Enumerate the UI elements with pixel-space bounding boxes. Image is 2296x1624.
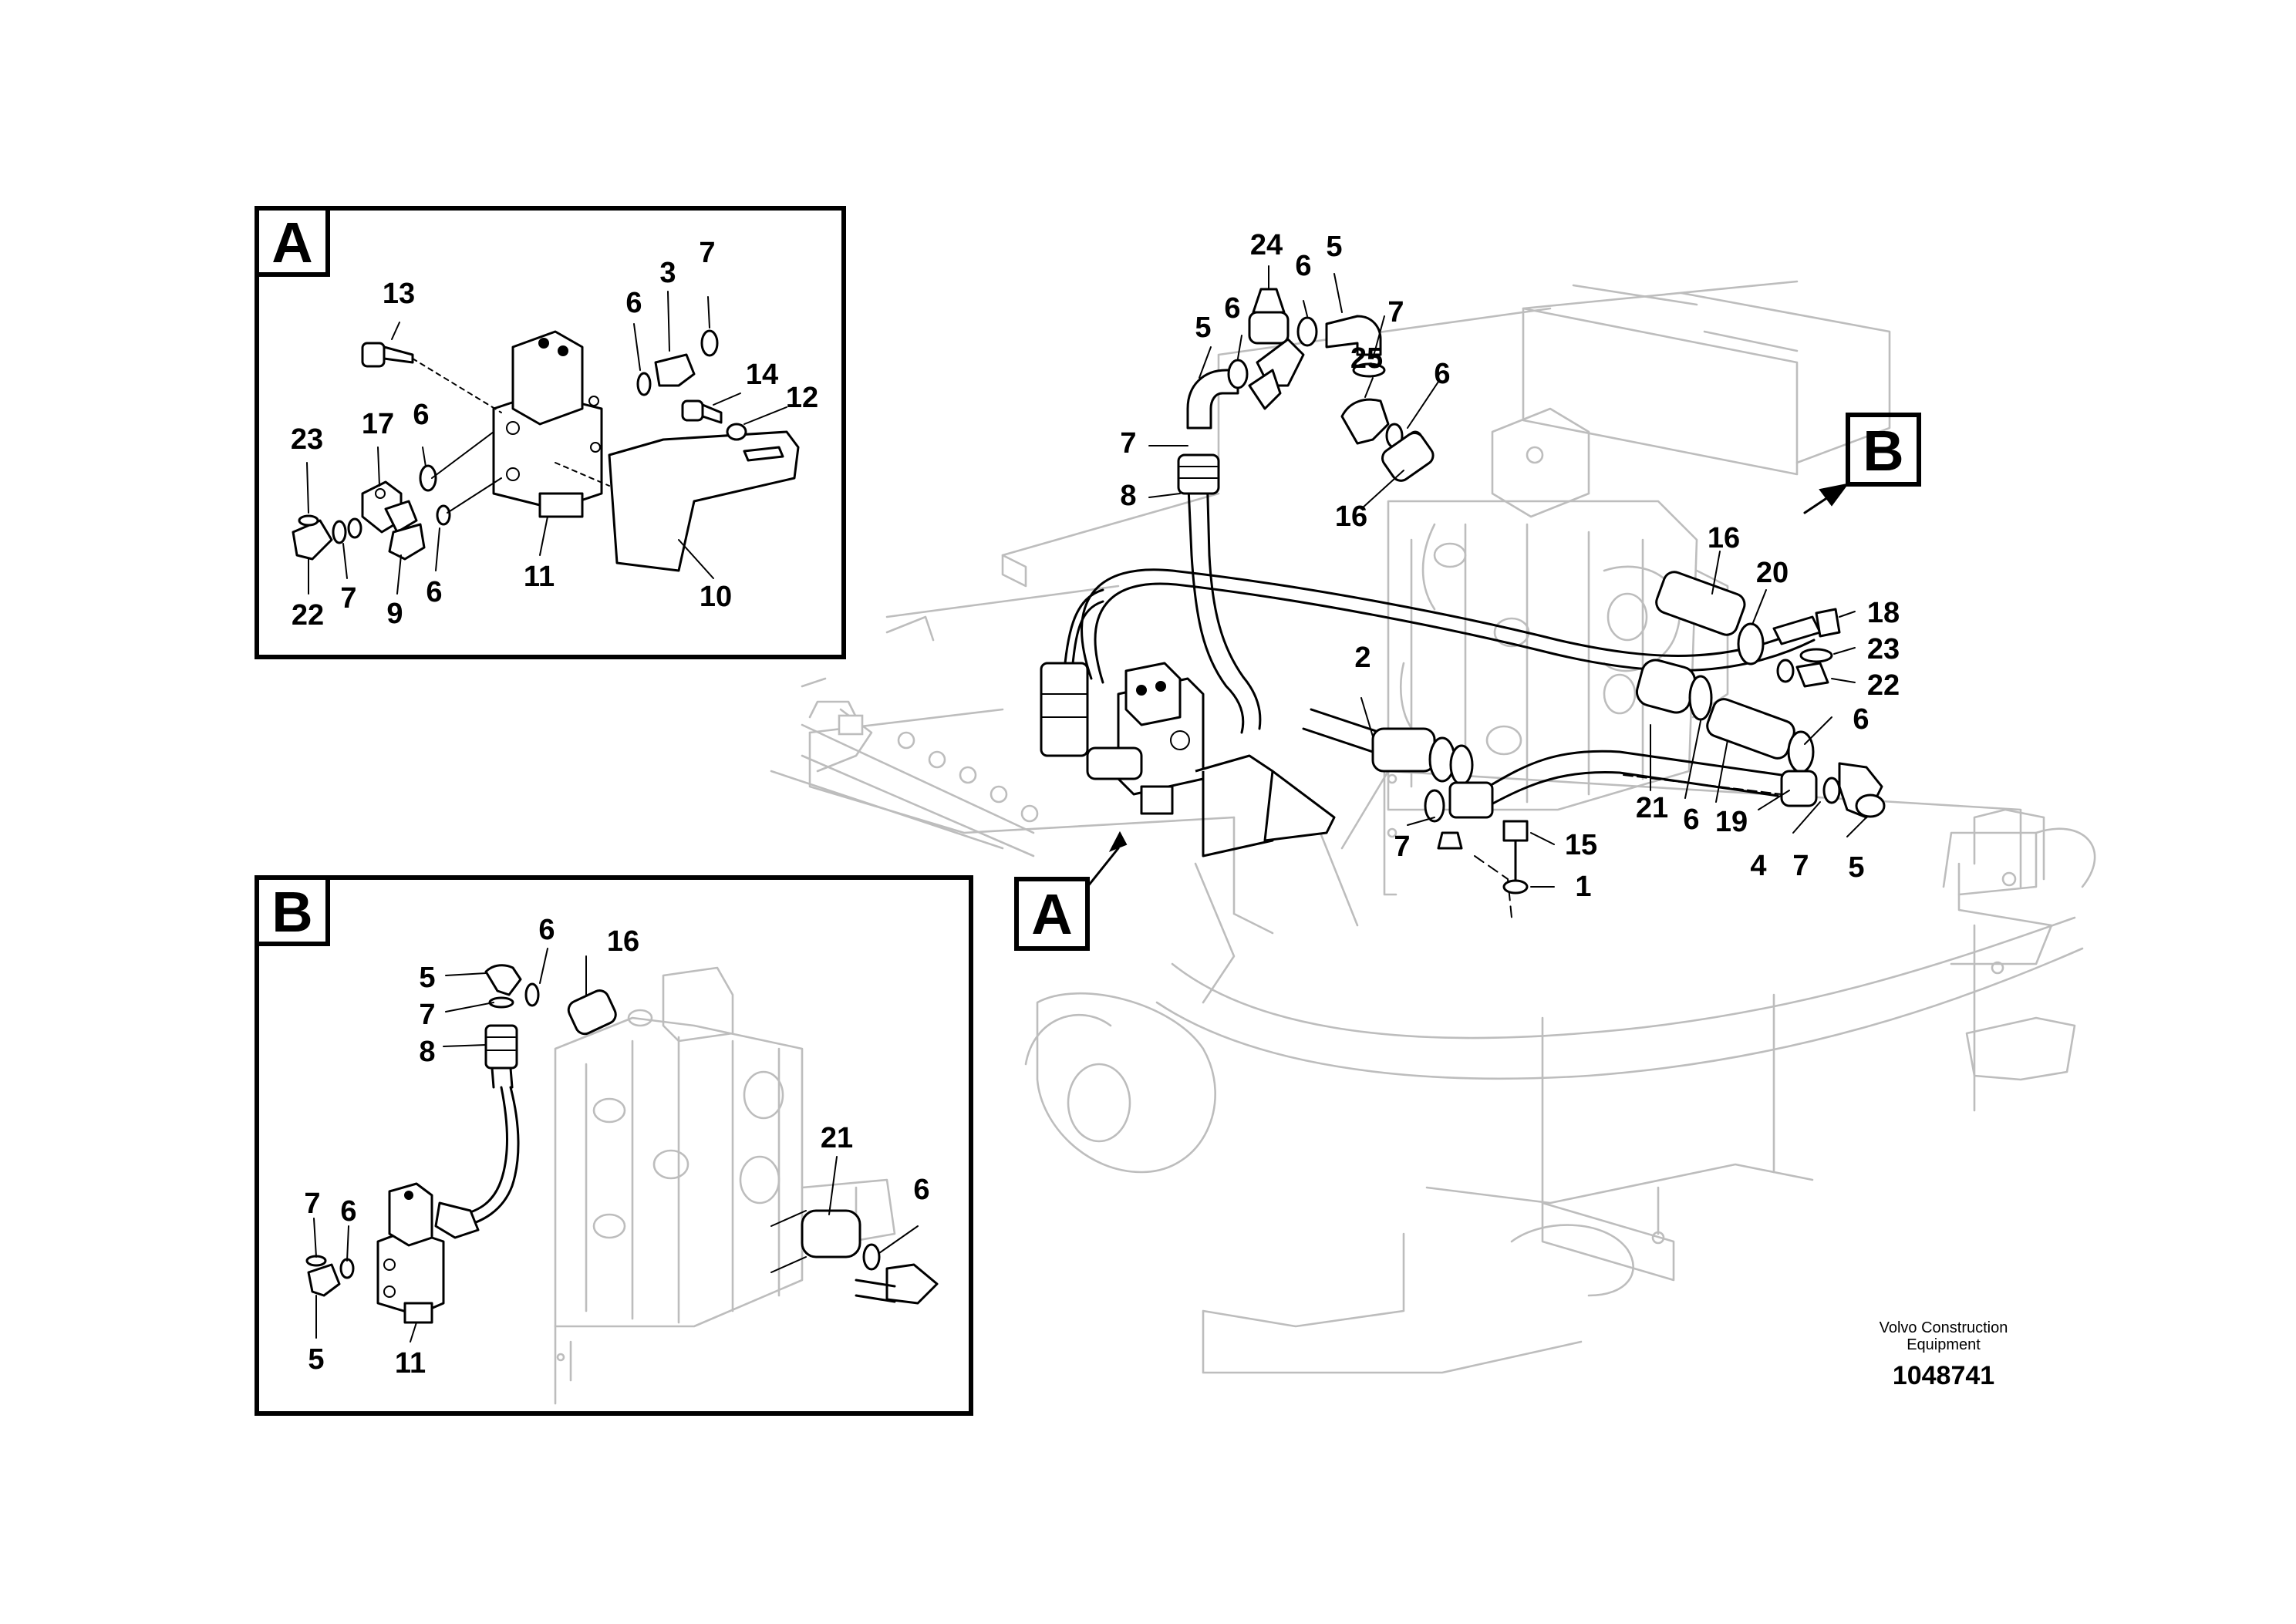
label: 22 (1867, 669, 1900, 702)
labels-panel-a: 13 6 3 7 14 12 23 17 6 22 7 9 6 11 10 (291, 237, 818, 632)
label: 14 (746, 359, 778, 391)
panel-a-letter: A (271, 211, 312, 275)
label: 7 (1387, 296, 1404, 329)
label: 6 (538, 914, 555, 946)
label: 11 (395, 1347, 426, 1380)
labels-main: 24 6 5 5 6 7 7 25 6 8 16 16 20 18 23 22 … (1120, 229, 1900, 903)
label: 9 (386, 598, 403, 630)
panel-b-letter: B (271, 880, 312, 944)
label: 13 (383, 278, 415, 310)
label: 7 (1394, 831, 1410, 863)
label: 6 (1683, 804, 1699, 836)
label: 20 (1756, 557, 1789, 589)
label: 1 (1575, 871, 1591, 903)
label: 6 (340, 1195, 356, 1228)
label: 6 (1434, 358, 1450, 390)
label: 5 (419, 962, 435, 994)
label: 12 (786, 382, 818, 414)
label: 6 (913, 1174, 929, 1206)
main-hose-assembly (1040, 288, 1886, 918)
label: 5 (308, 1343, 324, 1376)
label: 10 (700, 581, 732, 613)
label: 24 (1250, 229, 1283, 261)
rail-ghost (801, 700, 1039, 857)
label: 16 (1335, 500, 1367, 533)
callout-letter-b-main: B (1863, 419, 1903, 483)
label: 6 (625, 287, 642, 319)
label: 6 (1853, 703, 1869, 736)
callout-box-b-main[interactable]: B (1846, 413, 1921, 487)
label: 23 (1867, 633, 1900, 665)
callout-pointer-b-main (1803, 483, 1849, 514)
control-valve-ghost (1383, 407, 1729, 896)
detail-panel-b: B (255, 875, 973, 1416)
label: 5 (1195, 312, 1211, 344)
label: 8 (419, 1036, 435, 1068)
label: 18 (1867, 597, 1900, 629)
label: 5 (1326, 231, 1342, 263)
label: 2 (1354, 642, 1371, 674)
label: 7 (1120, 427, 1136, 460)
label: 16 (607, 925, 639, 958)
callout-letter-a-main: A (1031, 882, 1072, 946)
label: 6 (1224, 292, 1240, 325)
labels-panel-b: 6 16 5 7 8 7 6 21 6 5 11 (304, 914, 929, 1380)
label: 6 (1295, 250, 1311, 282)
label: 15 (1565, 829, 1597, 861)
drawing-footer: Volvo Construction Equipment 1048741 (1880, 1319, 2008, 1390)
drawing-number: 1048741 (1893, 1361, 1994, 1390)
label: 17 (362, 408, 394, 440)
label: 7 (340, 582, 356, 615)
label: 23 (291, 423, 323, 456)
label: 19 (1715, 806, 1748, 838)
label: 7 (304, 1188, 320, 1220)
label: 7 (1792, 850, 1809, 882)
label: 6 (413, 399, 429, 431)
label: 16 (1708, 522, 1740, 554)
label: 22 (292, 599, 324, 632)
label: 21 (821, 1122, 853, 1154)
label: 8 (1120, 480, 1136, 512)
label: 21 (1636, 792, 1668, 824)
label: 7 (699, 237, 715, 269)
label: 6 (426, 576, 442, 608)
detail-panel-a: A (255, 206, 846, 659)
callout-box-a-main[interactable]: A (1014, 877, 1090, 951)
brand-line-1: Volvo Construction (1880, 1319, 2008, 1336)
label: 11 (524, 561, 555, 593)
label: 4 (1750, 850, 1766, 882)
label: 5 (1848, 851, 1864, 884)
label: 25 (1350, 342, 1383, 375)
label: 7 (419, 999, 435, 1031)
brand-line-2: Equipment (1907, 1336, 1981, 1353)
callout-pointer-a-main (1086, 831, 1128, 888)
label: 3 (659, 257, 676, 289)
main-leader-lines (1148, 265, 1867, 888)
